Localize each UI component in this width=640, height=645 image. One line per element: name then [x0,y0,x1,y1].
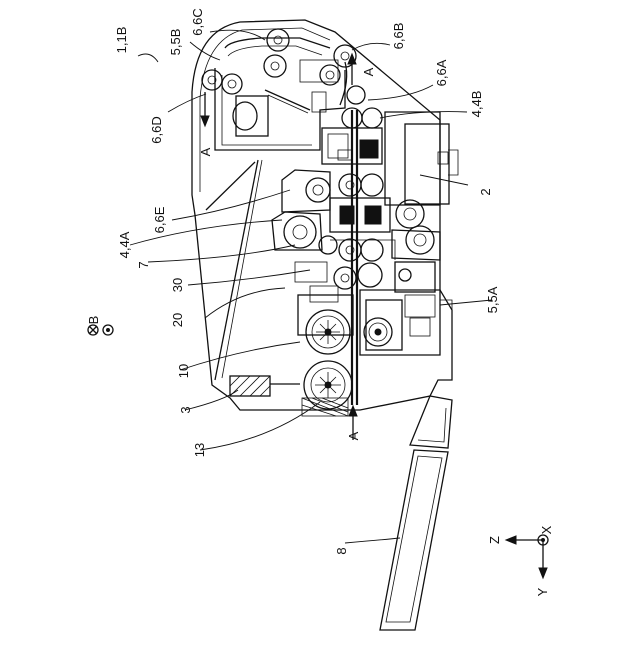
right-unit [385,112,458,292]
label-4-4a: 4,4A [117,231,132,258]
tray-8 [380,396,452,630]
label-5-5b: 5,5B [168,29,183,56]
label-a-bottom: A [346,431,361,440]
large-wheels [298,295,353,416]
label-b: B [86,316,101,325]
middle-mechanism [322,108,395,289]
left-gears [272,170,338,302]
label-a-left: A [198,147,213,156]
part-3 [230,376,300,396]
label-6-6c: 6,6C [190,8,205,35]
axis-label-y: Y [535,587,550,596]
axis-label-z: Z [487,536,502,544]
label-10: 10 [176,364,191,378]
arrows-a [201,54,357,440]
lower-right-unit [360,290,452,380]
label-a-top: A [361,67,376,76]
housing-outline [192,20,452,410]
label-5-5a: 5,5A [485,286,500,313]
coordinate-axes [506,535,548,578]
label-4-4b: 4,4B [469,91,484,118]
label-3: 3 [178,406,193,413]
label-2: 2 [478,188,493,195]
axis-label-x: X [539,525,554,534]
label-30: 30 [170,278,185,292]
label-13: 13 [192,443,207,457]
label-6-6a: 6,6A [434,59,449,86]
label-6-6b: 6,6B [391,23,406,50]
label-7: 7 [136,261,151,268]
label-6-6d: 6,6D [149,116,164,143]
direction-symbol-b [88,325,113,335]
label-6-6e: 6,6E [152,206,167,233]
label-8: 8 [334,547,349,554]
upper-rollers [202,29,365,104]
label-1-1b: 1,1B [114,27,129,54]
label-20: 20 [170,313,185,327]
